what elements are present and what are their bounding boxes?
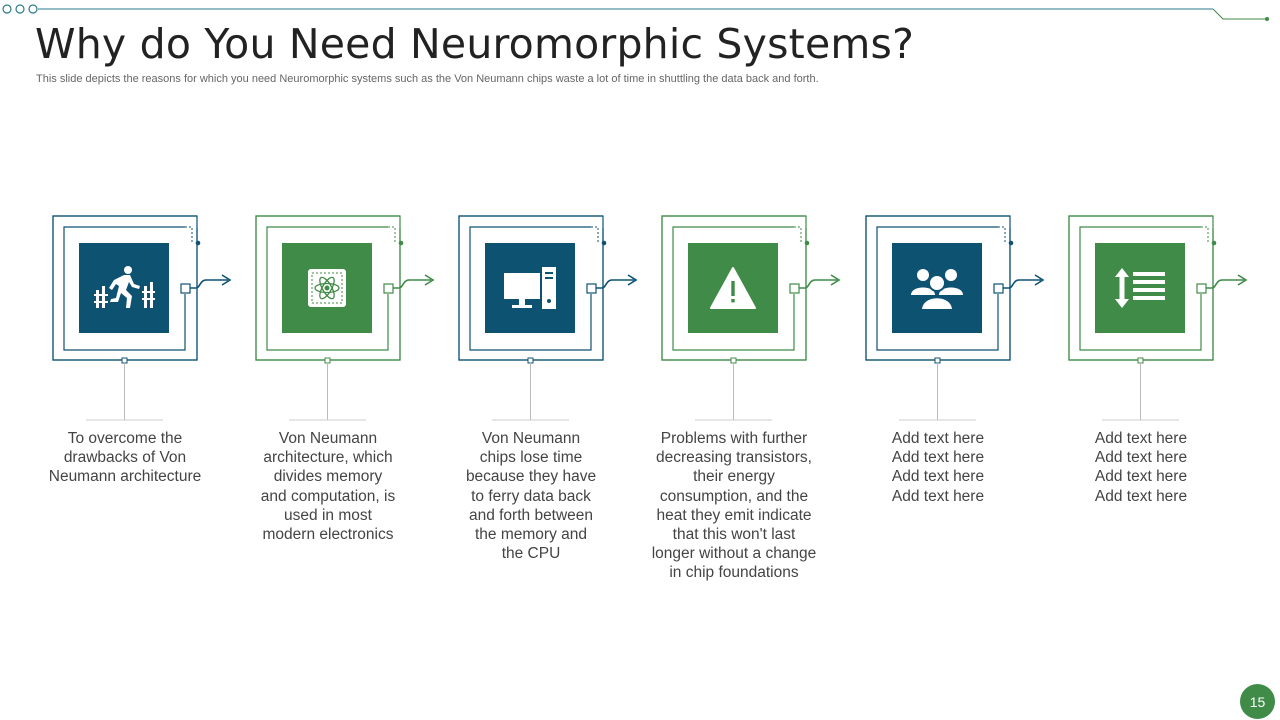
step-icon-box <box>485 243 575 333</box>
users-group-icon <box>911 269 963 311</box>
line-spacing-icon <box>1115 268 1165 308</box>
step-frame <box>52 215 232 421</box>
page-number-badge: 15 <box>1240 684 1275 719</box>
chip-atom-icon <box>308 269 346 307</box>
warning-icon <box>710 267 756 309</box>
step-caption: Von Neumann architecture, which divides … <box>260 430 396 544</box>
step-frame <box>255 215 435 421</box>
step-caption: Add text here Add text here Add text her… <box>1094 430 1188 505</box>
step-icon-box <box>688 243 778 333</box>
step-icon-box <box>1095 243 1185 333</box>
runner-hurdle-icon <box>94 266 155 308</box>
step-caption: Von Neumann chips lose time because they… <box>465 430 597 563</box>
step-caption: Add text here Add text here Add text her… <box>891 430 985 505</box>
step-caption: To overcome the drawbacks of Von Neumann… <box>48 430 202 486</box>
step-3: Von Neumann chips lose time because they… <box>458 214 658 594</box>
step-1: To overcome the drawbacks of Von Neumann… <box>49 214 252 594</box>
step-icon-box <box>79 243 169 333</box>
step-frame <box>458 215 638 421</box>
slide-title: Why do You Need Neuromorphic Systems? <box>35 20 915 68</box>
top-decoration-line <box>2 4 1269 21</box>
step-2: Von Neumann architecture, which divides … <box>255 214 455 594</box>
step-caption: Problems with further decreasing transis… <box>651 430 817 582</box>
slide-subtitle: This slide depicts the reasons for which… <box>36 73 819 85</box>
step-frame <box>661 215 841 421</box>
step-4: Problems with further decreasing transis… <box>652 214 861 594</box>
step-icon-box <box>282 243 372 333</box>
step-frame <box>865 215 1045 421</box>
step-5: Add text here Add text here Add text her… <box>865 214 1065 594</box>
step-frame <box>1068 215 1248 421</box>
step-icon-box <box>892 243 982 333</box>
page-number: 15 <box>1249 693 1266 710</box>
desktop-computer-icon <box>504 267 556 309</box>
step-6: Add text here Add text here Add text her… <box>1068 214 1268 594</box>
